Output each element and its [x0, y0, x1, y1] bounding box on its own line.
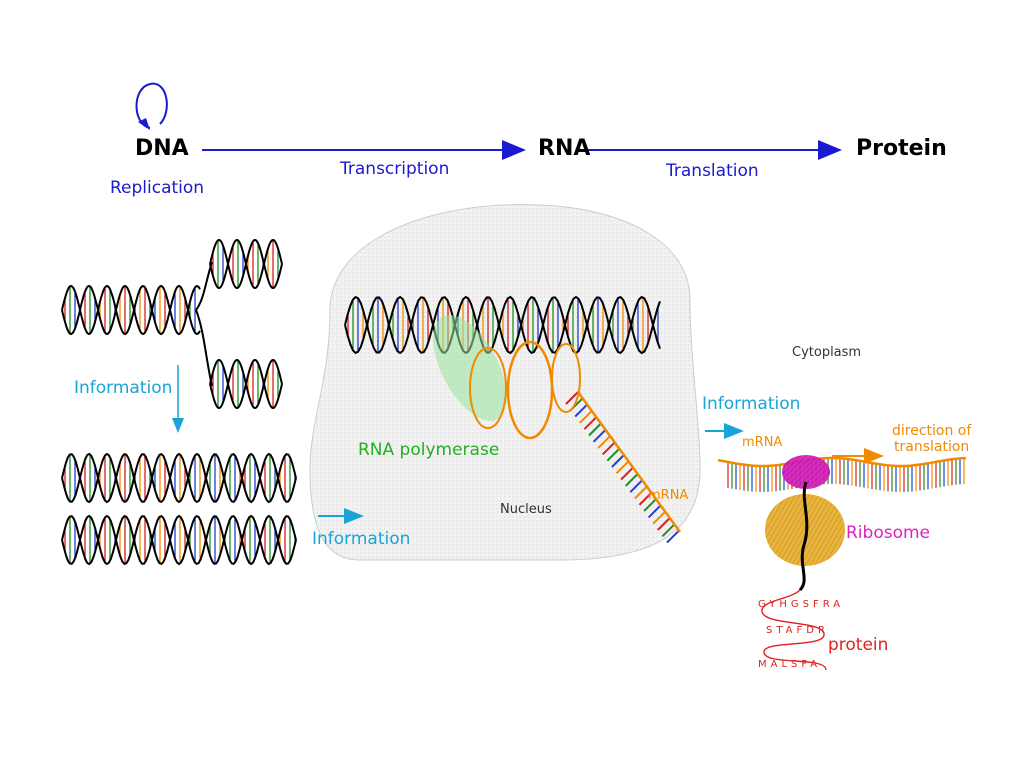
protein-label: Protein [856, 136, 947, 161]
transcribing-dna-helix [344, 295, 661, 355]
nucleus-information-label: Information [312, 529, 411, 549]
nucleus-label: Nucleus [500, 502, 552, 517]
ribosome-small-subunit [782, 455, 830, 489]
cytoplasm-label: Cytoplasm [792, 345, 862, 360]
daughter-dna-helix-top [195, 238, 283, 311]
replicated-dna-helix-1 [61, 452, 297, 504]
rna-polymerase-label: RNA polymerase [358, 440, 500, 460]
direction-of-translation-label: direction of translation [892, 423, 972, 455]
parent-dna-helix [61, 284, 201, 336]
dna-label: DNA [135, 136, 189, 161]
polypeptide-chain [798, 481, 809, 592]
ribosome-large-subunit [765, 494, 845, 566]
replication-information-label: Information [74, 378, 173, 398]
ribosome-label: Ribosome [846, 523, 931, 543]
protein-coil [761, 589, 827, 671]
replication-loop-arrow [135, 82, 168, 129]
amino-acid-row-3: MALSFA [758, 659, 822, 670]
cytoplasm-information-label: Information [702, 394, 801, 414]
daughter-dna-helix-bottom [195, 309, 283, 410]
replication-label: Replication [110, 178, 205, 198]
translation-label: Translation [666, 161, 759, 181]
nascent-mrna-strand [469, 340, 682, 544]
amino-acid-row-2: STAFDR [766, 625, 829, 636]
rna-polymerase-shape [433, 315, 507, 421]
transcription-label: Transcription [340, 159, 450, 179]
nucleus-mrna-label: mRNA [648, 488, 689, 503]
cytoplasm-mrna-strand [717, 456, 967, 492]
protein-chain-label: protein [828, 635, 889, 655]
rna-label: RNA [538, 136, 591, 161]
replicated-dna-helix-2 [61, 514, 297, 566]
amino-acid-row-1: GYHGSFRA [758, 599, 845, 610]
cytoplasm-mrna-label: mRNA [742, 435, 783, 450]
